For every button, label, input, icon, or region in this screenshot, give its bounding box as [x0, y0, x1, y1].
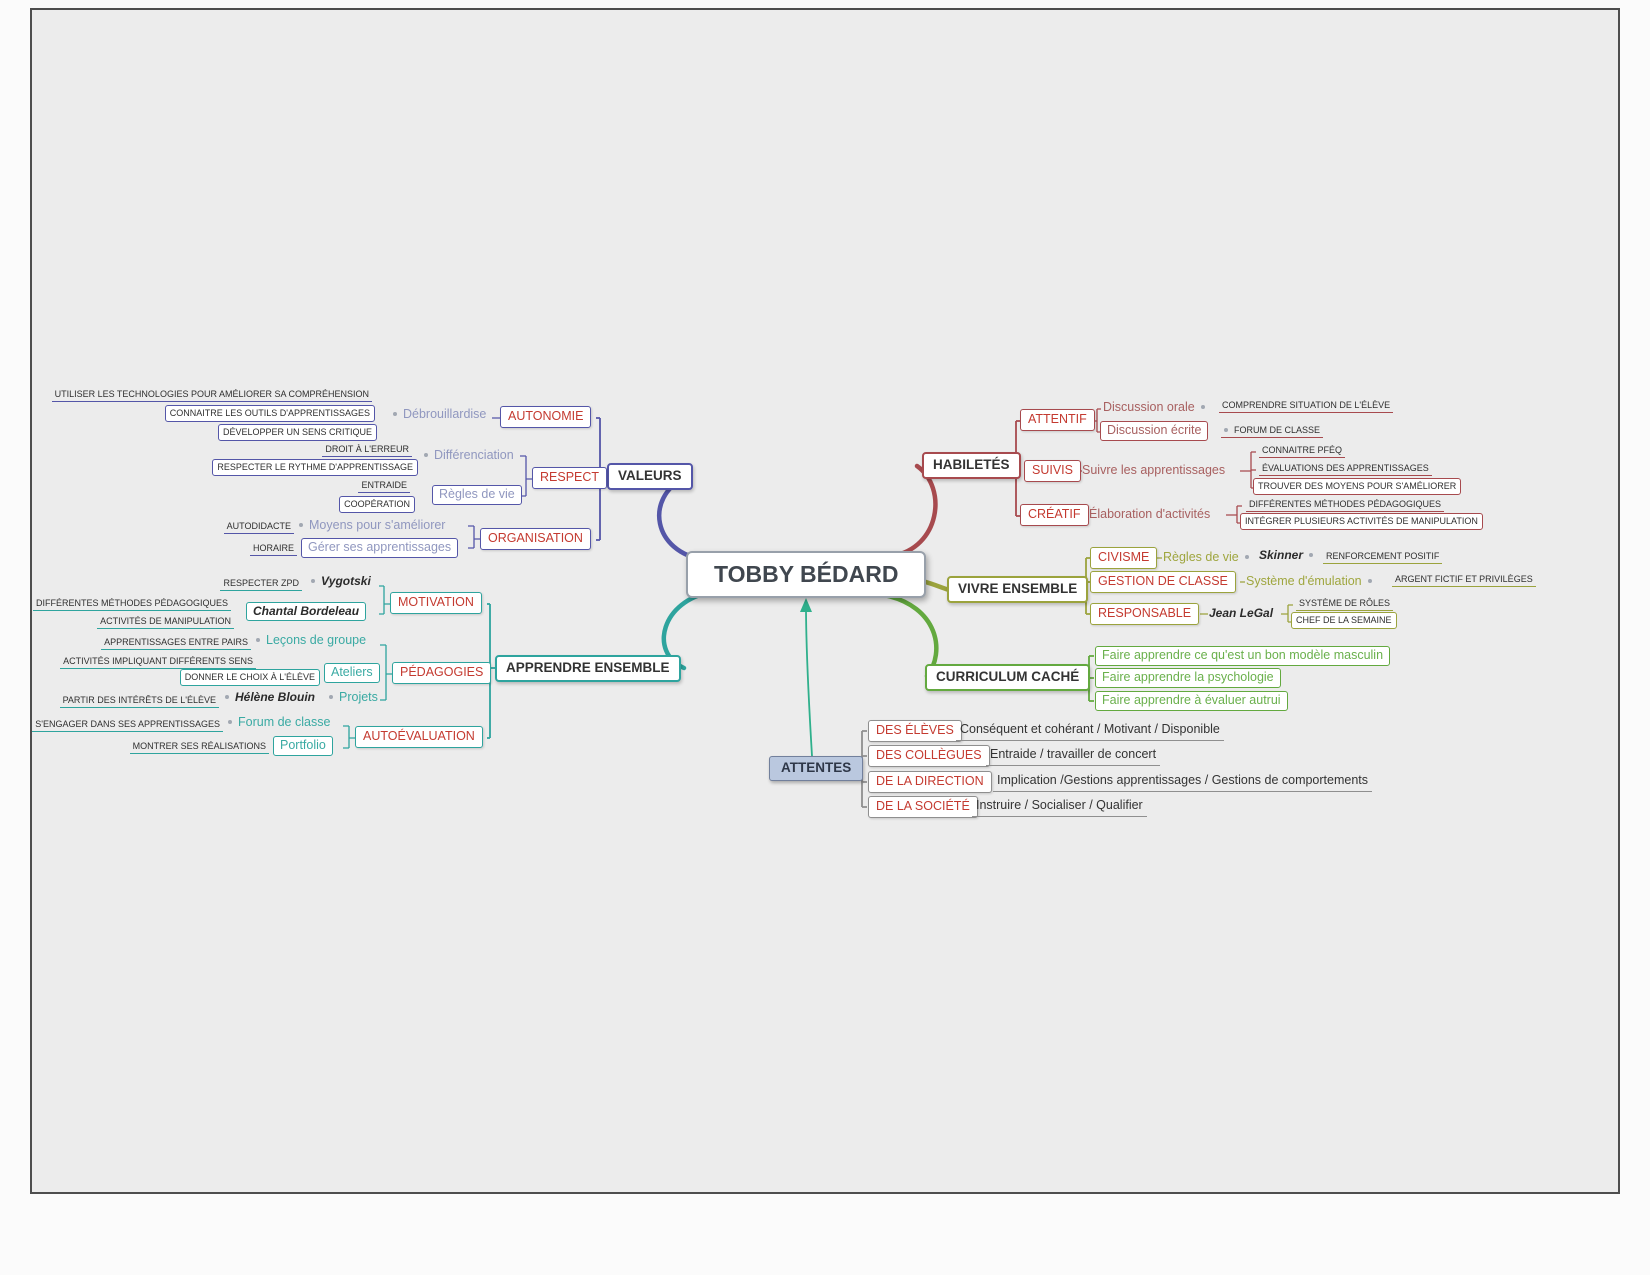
- subtopic-organisation[interactable]: ORGANISATION: [480, 528, 591, 550]
- leaf-differentes-methodes-pedagogiques[interactable]: DIFFÉRENTES MÉTHODES PÉDAGOGIQUES: [32, 598, 231, 612]
- leaf-integrer-plusieurs-activites-de-manipulation[interactable]: INTÉGRER PLUSIEURS ACTIVITÉS DE MANIPULA…: [1240, 513, 1483, 531]
- label-gerer-ses-apprentissages[interactable]: Gérer ses apprentissages: [301, 538, 459, 558]
- leaf-utiliser-les-technologies[interactable]: UTILISER LES TECHNOLOGIES POUR AMÉLIORER…: [51, 389, 372, 403]
- subtopic-suivis[interactable]: SUIVIS: [1024, 460, 1081, 482]
- leaf-autodidacte[interactable]: AUTODIDACTE: [223, 521, 294, 535]
- leaf-s-engager-dans-ses-apprentissages[interactable]: S'ENGAGER DANS SES APPRENTISSAGES: [32, 719, 223, 733]
- leaf-comprendre-situation-de-l-eleve[interactable]: COMPRENDRE SITUATION DE L'ÉLÈVE: [1219, 400, 1394, 414]
- label-portfolio[interactable]: Portfolio: [273, 736, 333, 756]
- label-differenciation[interactable]: Différenciation: [424, 448, 514, 464]
- central-topic-tobby-bedard[interactable]: TOBBY BÉDARD: [686, 551, 927, 598]
- leaf-renforcement-positif[interactable]: RENFORCEMENT POSITIF: [1323, 551, 1443, 565]
- leaf-evaluations-des-apprentissages[interactable]: ÉVALUATIONS DES APPRENTISSAGES: [1259, 463, 1432, 477]
- label-elaboration-d-activites[interactable]: Élaboration d'activités: [1089, 507, 1211, 521]
- label-ateliers[interactable]: Ateliers: [324, 663, 380, 683]
- topic-habiletes[interactable]: HABILETÉS: [922, 452, 1021, 479]
- label-discussion-ecrite[interactable]: Discussion écrite: [1100, 421, 1209, 441]
- page-border-frame: [30, 8, 1620, 1194]
- label-moyens-pour-s-ameliorer[interactable]: Moyens pour s'améliorer: [299, 518, 445, 534]
- name-jean-legal[interactable]: Jean LeGal: [1209, 606, 1274, 620]
- label-projets[interactable]: Projets: [329, 690, 378, 706]
- label-suivre-les-apprentissages[interactable]: Suivre les apprentissages: [1082, 463, 1226, 477]
- leaf-respecter-zpd[interactable]: RESPECTER ZPD: [220, 578, 302, 592]
- leaf-activites-de-manipulation[interactable]: ACTIVITÉS DE MANIPULATION: [97, 616, 234, 630]
- subtopic-des-collegues[interactable]: DES COLLÈGUES: [868, 745, 990, 767]
- name-chantal-bordeleau[interactable]: Chantal Bordeleau: [246, 602, 367, 621]
- leaf-developper-un-sens-critique[interactable]: DÉVELOPPER UN SENS CRITIQUE: [217, 424, 377, 442]
- leaf-forum-de-classe[interactable]: FORUM DE CLASSE: [1221, 425, 1324, 439]
- bracket-vivre-children: [1156, 557, 1293, 623]
- subtopic-civisme[interactable]: CIVISME: [1090, 547, 1158, 569]
- leaf-droit-a-l-erreur[interactable]: DROIT À L'ERREUR: [322, 444, 412, 458]
- subtopic-attentif[interactable]: ATTENTIF: [1020, 409, 1095, 431]
- subtopic-responsable[interactable]: RESPONSABLE: [1090, 603, 1200, 625]
- label-faire-apprendre-la-psychologie[interactable]: Faire apprendre la psychologie: [1095, 668, 1281, 688]
- leaf-partir-des-interets-de-l-eleve[interactable]: PARTIR DES INTÉRÊTS DE L'ÉLÈVE: [59, 695, 219, 709]
- topic-valeurs[interactable]: VALEURS: [607, 463, 693, 490]
- leaf-activites-impliquant-differents-sens[interactable]: ACTIVITÉS IMPLIQUANT DIFFÉRENTS SENS: [60, 656, 256, 670]
- leaf-trouver-des-moyens-pour-s-ameliorer[interactable]: TROUVER DES MOYENS POUR S'AMÉLIORER: [1253, 478, 1462, 496]
- leaf-differentes-methodes-pedagogiques-2[interactable]: DIFFÉRENTES MÉTHODES PÉDAGOGIQUES: [1246, 499, 1445, 513]
- topic-apprendre-ensemble[interactable]: APPRENDRE ENSEMBLE: [495, 655, 681, 682]
- label-forum-de-classe[interactable]: Forum de classe: [228, 715, 330, 731]
- subtopic-respect[interactable]: RESPECT: [532, 467, 608, 489]
- leaf-donner-le-choix-a-l-eleve[interactable]: DONNER LE CHOIX À L'ÉLÈVE: [179, 669, 320, 687]
- subtopic-autoevaluation[interactable]: AUTOÉVALUATION: [355, 726, 483, 748]
- arrow-line-attentes: [805, 605, 813, 757]
- label-faire-apprendre-modele-masculin[interactable]: Faire apprendre ce qu'est un bon modèle …: [1095, 646, 1391, 666]
- leaf-horaire[interactable]: HORAIRE: [249, 543, 297, 557]
- subtopic-des-eleves[interactable]: DES ÉLÈVES: [868, 720, 962, 742]
- leaf-chef-de-la-semaine[interactable]: CHEF DE LA SEMAINE: [1291, 612, 1397, 630]
- subtopic-creatif[interactable]: CRÉATIF: [1020, 504, 1089, 526]
- curve-valeurs: [657, 475, 708, 563]
- name-skinner[interactable]: Skinner: [1259, 548, 1313, 563]
- label-regles-de-vie[interactable]: Règles de vie: [432, 485, 522, 505]
- leaf-montrer-ses-realisations[interactable]: MONTRER SES RÉALISATIONS: [129, 741, 269, 755]
- topic-attentes[interactable]: ATTENTES: [769, 756, 864, 781]
- leaf-entraide[interactable]: ENTRAIDE: [358, 480, 410, 494]
- label-lecons-de-groupe[interactable]: Leçons de groupe: [256, 633, 366, 649]
- leaf-cooperation[interactable]: COOPÉRATION: [339, 496, 415, 514]
- label-systeme-d-emulation[interactable]: Système d'émulation: [1246, 574, 1372, 590]
- bracket-apprendre-children: [343, 585, 392, 749]
- curve-habiletes: [889, 463, 938, 559]
- subtopic-autonomie[interactable]: AUTONOMIE: [500, 406, 592, 428]
- subtopic-de-la-direction[interactable]: DE LA DIRECTION: [868, 771, 992, 793]
- subtopic-gestion-de-classe[interactable]: GESTION DE CLASSE: [1090, 571, 1236, 593]
- label-faire-apprendre-a-evaluer-autrui[interactable]: Faire apprendre à évaluer autrui: [1095, 691, 1288, 711]
- leaf-apprentissages-entre-pairs[interactable]: APPRENTISSAGES ENTRE PAIRS: [101, 637, 251, 651]
- leaf-systeme-de-roles[interactable]: SYSTÈME DE RÔLES: [1296, 598, 1394, 612]
- label-debrouillardise[interactable]: Débrouillardise: [393, 407, 486, 423]
- subtopic-motivation[interactable]: MOTIVATION: [390, 592, 482, 614]
- value-de-la-societe[interactable]: Instruire / Socialiser / Qualifier: [972, 798, 1147, 817]
- subtopic-de-la-societe[interactable]: DE LA SOCIÉTÉ: [868, 796, 978, 818]
- leaf-respecter-le-rythme[interactable]: RESPECTER LE RYTHME D'APPRENTISSAGE: [212, 459, 418, 477]
- leaf-argent-fictif-et-privileges[interactable]: ARGENT FICTIF ET PRIVILÈGES: [1392, 574, 1536, 588]
- topic-vivre-ensemble[interactable]: VIVRE ENSEMBLE: [947, 576, 1089, 603]
- leaf-connaitre-pfeq[interactable]: CONNAITRE PFÉQ: [1259, 445, 1346, 459]
- bracket-valeurs-children: [468, 417, 532, 549]
- leaf-connaitre-les-outils[interactable]: CONNAITRE LES OUTILS D'APPRENTISSAGES: [164, 405, 375, 423]
- branch-curves: [657, 463, 952, 757]
- name-vygotski[interactable]: Vygotski: [311, 574, 371, 589]
- value-des-collegues[interactable]: Entraide / travailler de concert: [986, 747, 1161, 766]
- name-helene-blouin[interactable]: Hélène Blouin: [225, 690, 315, 705]
- value-des-eleves[interactable]: Conséquent et cohérant / Motivant / Disp…: [956, 722, 1224, 741]
- label-discussion-orale[interactable]: Discussion orale: [1103, 400, 1205, 416]
- topic-curriculum-cache[interactable]: CURRICULUM CACHÉ: [925, 664, 1091, 691]
- label-regles-de-vie-2[interactable]: Règles de vie: [1163, 550, 1249, 566]
- value-de-la-direction[interactable]: Implication /Gestions apprentissages / G…: [993, 773, 1373, 792]
- subtopic-pedagogies[interactable]: PÉDAGOGIES: [392, 662, 492, 684]
- arrowhead-attentes: [800, 598, 812, 612]
